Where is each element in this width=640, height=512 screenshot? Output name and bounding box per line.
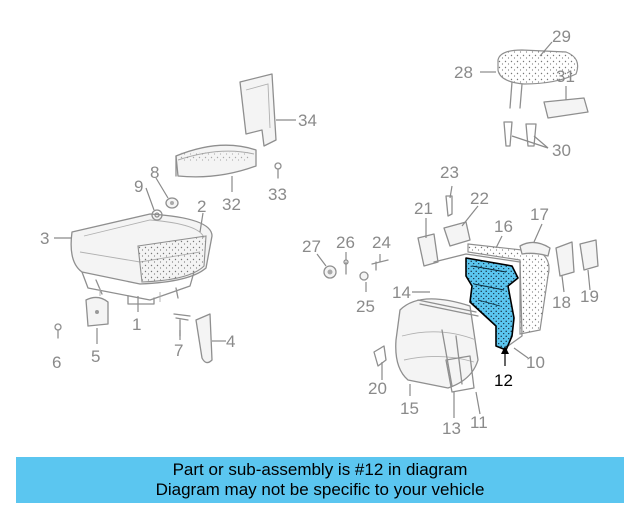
part-28-headrest <box>497 49 579 109</box>
part-17-cover <box>519 241 551 257</box>
callout-31: 31 <box>556 67 575 86</box>
part-34-edge <box>245 83 271 129</box>
part-31-bezel <box>543 97 589 119</box>
callout-24: 24 <box>372 233 391 252</box>
part-26-pin <box>343 259 349 275</box>
callout-28: 28 <box>454 63 473 82</box>
callout-30: 30 <box>552 141 571 160</box>
callout-1: 1 <box>132 315 141 334</box>
callout-16: 16 <box>494 217 513 236</box>
callout-20: 20 <box>368 379 387 398</box>
callout-6: 6 <box>52 353 61 372</box>
callout-5: 5 <box>91 347 100 366</box>
callout-8: 8 <box>150 163 159 182</box>
part-15-seatback-cushion <box>395 298 479 393</box>
callout-29: 29 <box>552 27 571 46</box>
part-9-washer <box>151 209 163 221</box>
seat-cushion-assembly <box>70 213 213 305</box>
part-32-armrest <box>175 144 257 178</box>
part-14-trim <box>417 299 479 317</box>
callout-3: 3 <box>40 229 49 248</box>
callout-7: 7 <box>174 341 183 360</box>
callout-12: 12 <box>494 371 513 390</box>
part-34-panel <box>239 73 277 147</box>
part-5-hole <box>95 310 99 314</box>
callout-4: 4 <box>226 332 235 351</box>
seat-frame-lower <box>99 288 161 302</box>
part-30-guides <box>503 121 537 147</box>
callout-labels: 2 3 1 4 5 6 7 8 9 32 33 34 29 28 31 30 2… <box>40 27 599 438</box>
callout-32: 32 <box>222 195 241 214</box>
part-4-latch <box>195 313 213 364</box>
callout-11: 11 <box>470 413 488 432</box>
part-19-hinge <box>579 239 599 271</box>
part-27-knob <box>323 265 337 279</box>
banner-line-part: Part or sub-assembly is #12 in diagram <box>172 460 468 479</box>
callout-10: 10 <box>526 353 545 372</box>
callout-23: 23 <box>440 163 459 182</box>
callout-33: 33 <box>268 185 287 204</box>
callout-15: 15 <box>400 399 419 418</box>
callout-19: 19 <box>580 287 599 306</box>
part-22-bracket <box>443 221 471 247</box>
callout-2: 2 <box>197 197 206 216</box>
part-18-hinge <box>555 241 575 277</box>
callout-25: 25 <box>356 297 375 316</box>
part-8-nut <box>165 197 179 209</box>
callout-22: 22 <box>470 189 489 208</box>
part-7-pin <box>173 313 191 337</box>
callout-17: 17 <box>530 205 549 224</box>
callout-18: 18 <box>552 293 571 312</box>
callout-21: 21 <box>414 199 433 218</box>
part-6-bolt <box>54 323 62 339</box>
callout-9: 9 <box>134 177 143 196</box>
part-12-highlighted <box>465 257 519 351</box>
callout-34: 34 <box>298 111 317 130</box>
leader-lines <box>54 41 591 418</box>
part-33-screw <box>274 162 282 179</box>
part-20-bracket <box>373 345 387 367</box>
part-25-nut <box>359 271 369 281</box>
part-23-clip <box>445 195 453 217</box>
callout-26: 26 <box>336 233 355 252</box>
callout-14: 14 <box>392 283 411 302</box>
info-banner: Part or sub-assembly is #12 in diagram D… <box>16 457 624 503</box>
banner-line-disclaimer: Diagram may not be specific to your vehi… <box>155 480 485 499</box>
part-10-rear-panel <box>433 253 523 347</box>
part-21-latch <box>417 233 439 267</box>
callout-27: 27 <box>302 237 321 256</box>
callout-13: 13 <box>442 419 461 438</box>
